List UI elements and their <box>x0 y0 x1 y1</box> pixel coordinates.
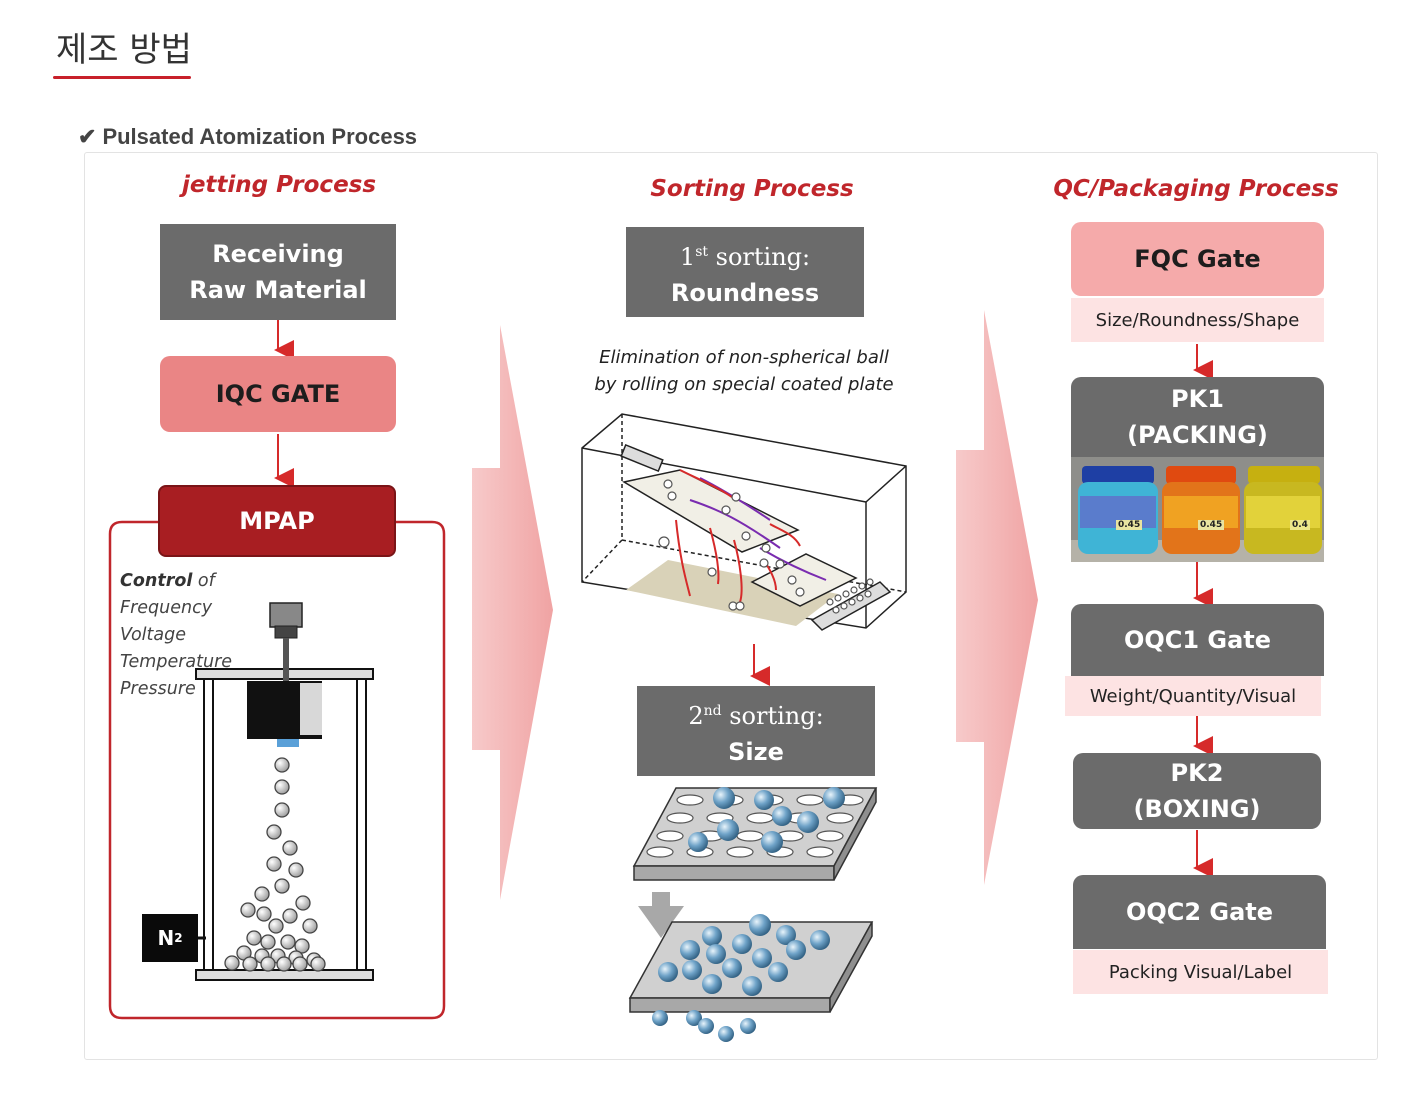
oqc2-gate-box: OQC2 Gate <box>1073 875 1326 949</box>
receiving-line-2: Raw Material <box>189 276 367 304</box>
second-sorting-number: 2 <box>688 701 704 730</box>
iqc-gate-label: IQC GATE <box>215 380 341 408</box>
control-label: Control <box>120 571 193 591</box>
packing-jars-photo <box>1071 454 1324 562</box>
sieve-plate-top <box>632 787 878 881</box>
pk2-line-1: PK2 <box>1170 759 1224 787</box>
first-sorting-suffix: sorting: <box>708 242 811 271</box>
param-temperature: Temperature <box>120 652 233 672</box>
mpap-enclosure <box>108 520 446 1020</box>
fqc-gate-box: FQC Gate <box>1071 222 1324 296</box>
fqc-criteria-label: Size/Roundness/Shape <box>1071 298 1324 342</box>
elimination-note: Elimination of non-spherical ball by rol… <box>574 344 914 398</box>
jetting-process-title: jetting Process <box>181 172 377 198</box>
param-voltage: Voltage <box>120 625 186 645</box>
mpap-label: MPAP <box>239 507 315 535</box>
first-sorting-line: 1st sorting: <box>680 234 810 275</box>
param-pressure: Pressure <box>120 679 196 699</box>
receiving-raw-material-box: Receiving Raw Material <box>160 224 396 320</box>
jar-label-1: 0.45 <box>1116 520 1143 530</box>
pk1-packing-box: PK1 (PACKING) <box>1071 377 1324 457</box>
pk1-line-2: (PACKING) <box>1127 421 1268 449</box>
n2-symbol: N <box>157 926 175 950</box>
title-underline <box>53 76 191 79</box>
chevron-arrow-1 <box>472 325 553 900</box>
checkmark-icon: ✔ <box>78 124 97 149</box>
jar-label-2: 0.45 <box>1198 520 1225 530</box>
second-sorting-ordinal: nd <box>703 702 722 719</box>
oqc1-gate-box: OQC1 Gate <box>1071 604 1324 676</box>
pk2-boxing-box: PK2 (BOXING) <box>1073 753 1321 829</box>
iqc-gate-box: IQC GATE <box>160 356 396 432</box>
atomizer-illustration <box>195 602 374 981</box>
page-title: 제조 방법 <box>56 30 192 70</box>
second-sorting-name: Size <box>728 737 784 766</box>
n2-box <box>142 914 198 962</box>
second-sorting-line: 2nd sorting: <box>688 693 823 734</box>
oqc1-criteria-label: Weight/Quantity/Visual <box>1065 676 1321 716</box>
n2-subscript: 2 <box>174 931 183 945</box>
section-heading: ✔Pulsated Atomization Process <box>78 124 417 150</box>
jar-label-3: 0.4 <box>1290 520 1310 530</box>
rolling-plate-illustration <box>581 413 907 631</box>
oqc2-gate-label: OQC2 Gate <box>1125 898 1274 926</box>
control-heading: Control of <box>120 568 232 595</box>
pk2-line-2: (BOXING) <box>1133 795 1261 823</box>
first-sorting-number: 1 <box>679 242 696 271</box>
receiving-line-1: Receiving <box>212 240 344 268</box>
mpap-box: MPAP <box>158 485 396 557</box>
param-frequency: Frequency <box>120 598 213 618</box>
pk1-line-1: PK1 <box>1171 385 1224 413</box>
first-sorting-ordinal: st <box>695 243 708 260</box>
qc-packaging-process-title: QC/Packaging Process <box>1053 176 1339 202</box>
first-sorting-name: Roundness <box>670 278 820 307</box>
control-parameter-list: Control of Frequency Voltage Temperature… <box>120 568 232 703</box>
gray-down-arrow-icon <box>638 892 684 938</box>
sieve-plate-bottom <box>628 914 874 1042</box>
second-sorting-box: 2nd sorting: Size <box>637 686 875 776</box>
fqc-gate-label: FQC Gate <box>1134 245 1261 273</box>
second-sorting-suffix: sorting: <box>721 701 824 730</box>
sorting-process-title: Sorting Process <box>650 176 854 202</box>
falling-droplets <box>224 757 326 972</box>
chevron-arrow-2 <box>956 310 1038 885</box>
section-heading-text: Pulsated Atomization Process <box>102 124 418 149</box>
first-sorting-box: 1st sorting: Roundness <box>626 227 864 317</box>
control-of: of <box>192 571 215 591</box>
note-line-1: Elimination of non-spherical ball <box>599 347 889 368</box>
note-line-2: by rolling on special coated plate <box>594 374 894 395</box>
oqc1-gate-label: OQC1 Gate <box>1123 626 1272 654</box>
oqc2-criteria-label: Packing Visual/Label <box>1073 950 1328 994</box>
